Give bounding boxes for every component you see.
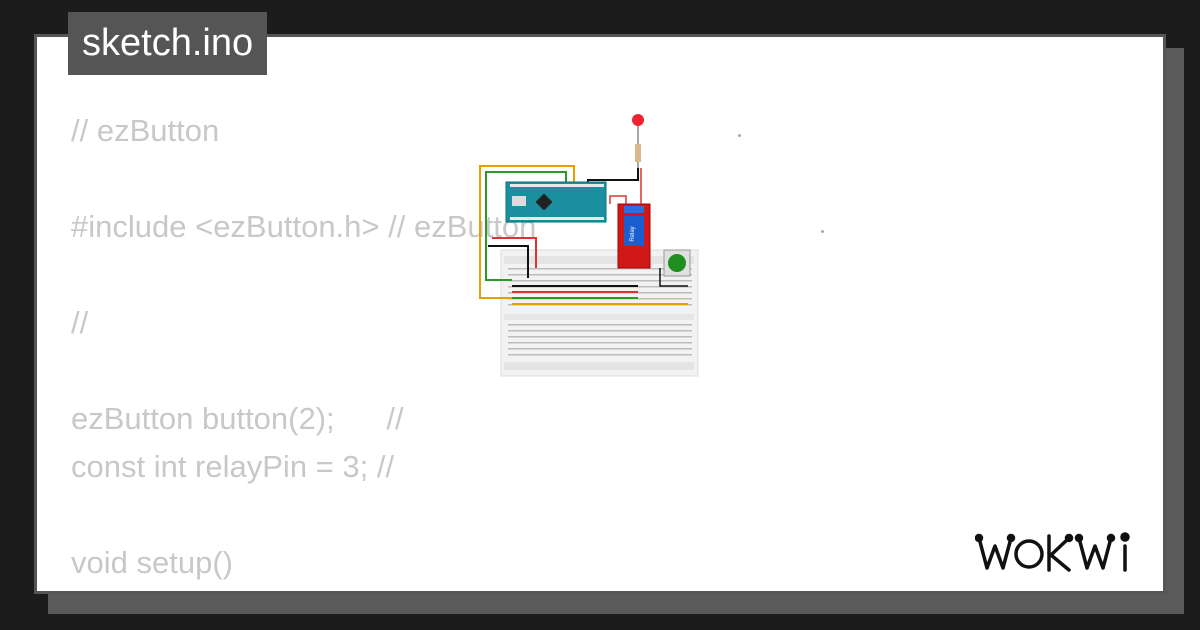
- usb-port: [512, 196, 526, 206]
- code-line: //: [71, 305, 89, 340]
- code-line: [71, 491, 971, 539]
- wire-yellow-loop: [479, 165, 575, 299]
- code-line: // ezButton: [71, 113, 220, 148]
- breadboard-channel: [504, 314, 694, 320]
- stray-dot: [738, 134, 741, 137]
- code-line: ezButton button(2); //: [71, 401, 404, 436]
- breadboard-rail: [504, 256, 694, 264]
- breadboard-rail: [504, 362, 694, 370]
- code-line: {: [71, 587, 971, 591]
- stray-dot: [821, 230, 824, 233]
- wire-black-loop: [488, 245, 529, 278]
- code-line: const int relayPin = 3; //: [71, 449, 395, 484]
- code-line: void setup(): [71, 545, 233, 580]
- wire-green-loop: [485, 171, 567, 281]
- file-title-tab[interactable]: sketch.ino: [68, 12, 268, 75]
- relay-label: Relay: [630, 226, 636, 241]
- code-preview: // ezButton #include <ezButton.h> // ezB…: [71, 107, 971, 591]
- circuit-preview: Relay: [479, 114, 699, 377]
- resistor: [635, 144, 641, 162]
- relay-terminal: [624, 206, 644, 213]
- wire-red-relay: [609, 195, 627, 204]
- push-button-cap: [668, 254, 686, 272]
- led: [632, 114, 644, 126]
- wire-red-loop: [492, 237, 537, 268]
- wokwi-logo: [975, 532, 1130, 572]
- wire-black-button: [659, 268, 688, 287]
- relay-coil: [624, 216, 644, 246]
- chip: [535, 193, 553, 211]
